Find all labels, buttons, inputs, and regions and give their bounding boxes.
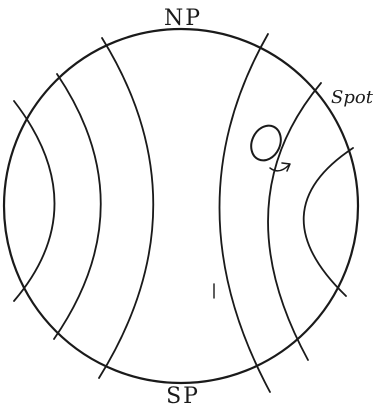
meridian-left-third: [99, 38, 153, 378]
sunspot: [246, 121, 287, 165]
meridian-left-second: [54, 74, 101, 339]
spot-label: Spot: [331, 87, 374, 108]
north-pole-label: NP: [164, 6, 202, 31]
south-pole-label: SP: [166, 384, 200, 407]
meridian-right-second: [268, 83, 321, 360]
meridian-right-third: [219, 34, 270, 392]
rotation-arrow-icon: [270, 165, 289, 171]
